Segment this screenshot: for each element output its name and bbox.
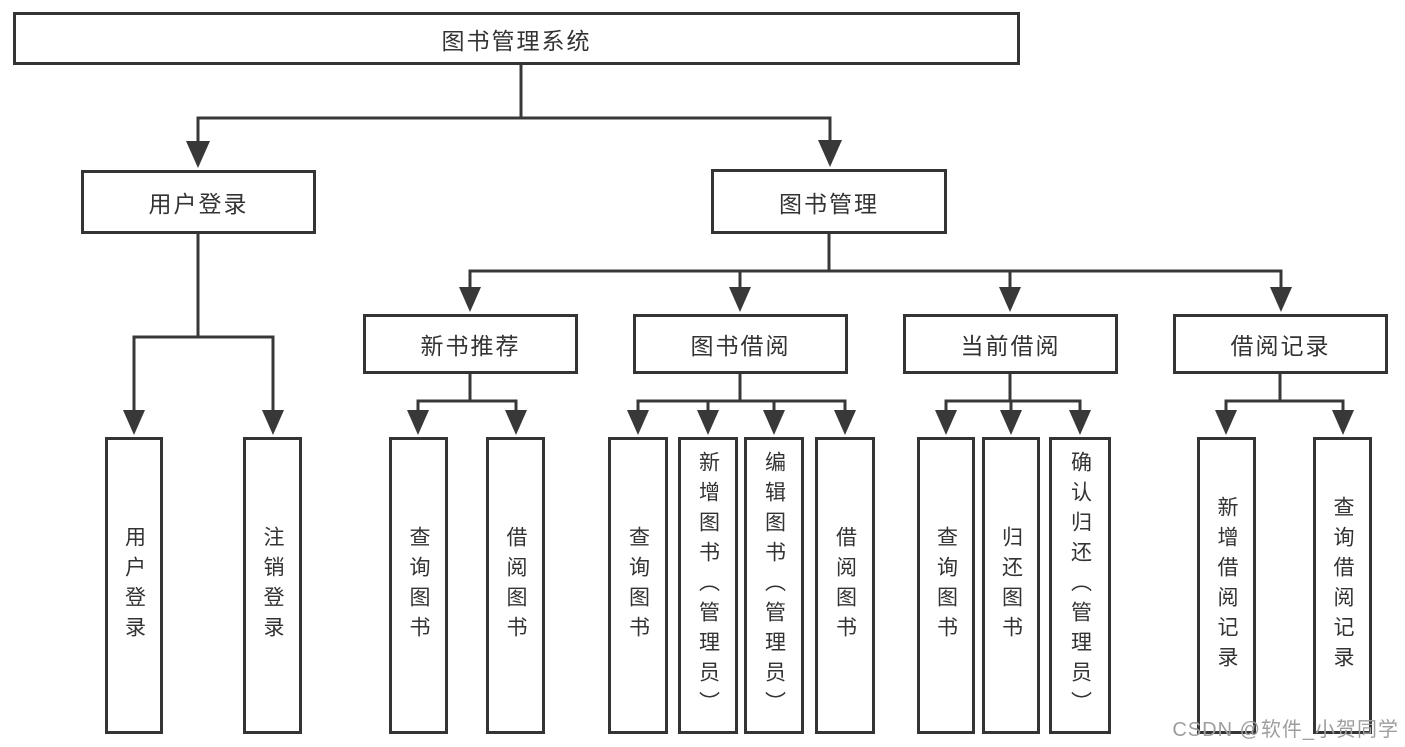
node-user-login: 用户登录: [81, 170, 316, 234]
connector-records-to-leaves: [1215, 374, 1354, 435]
node-library-management-system: 图书管理系统: [13, 12, 1020, 65]
connector-root-to-level2: [186, 65, 842, 168]
connector-userlogin-to-leaves: [123, 234, 284, 435]
leaf-logout: 注销登录: [243, 437, 302, 734]
node-borrowing-records: 借阅记录: [1173, 314, 1388, 374]
leaf-borrow-add-books-admin-label: 新增图书（管理员）: [696, 450, 720, 721]
connector-newbook-to-leaves: [407, 374, 527, 435]
connector-bookmgmt-to-level3: [459, 234, 1292, 312]
leaf-newbook-borrow-books: 借阅图书: [486, 437, 545, 734]
node-book-management: 图书管理: [711, 169, 947, 234]
leaf-current-return-books-label: 归还图书: [999, 525, 1023, 646]
connector-borrowing-to-leaves: [627, 374, 856, 435]
leaf-borrow-add-books-admin: 新增图书（管理员）: [678, 437, 738, 734]
leaf-current-query-books-label: 查询图书: [934, 525, 958, 646]
node-new-book-recommend: 新书推荐: [363, 314, 578, 374]
leaf-borrow-query-books-label: 查询图书: [626, 525, 650, 646]
leaf-user-login-label: 用户登录: [122, 525, 146, 646]
leaf-current-return-books: 归还图书: [982, 437, 1040, 734]
leaf-records-add-record: 新增借阅记录: [1197, 437, 1256, 734]
leaf-logout-label: 注销登录: [261, 525, 284, 646]
leaf-current-query-books: 查询图书: [917, 437, 975, 734]
node-current-borrowing: 当前借阅: [903, 314, 1118, 374]
leaf-borrow-borrow-books-label: 借阅图书: [833, 525, 857, 646]
leaf-current-confirm-return-admin-label: 确认归还（管理员）: [1068, 450, 1092, 721]
leaf-current-confirm-return-admin: 确认归还（管理员）: [1049, 437, 1111, 734]
leaf-borrow-edit-books-admin-label: 编辑图书（管理员）: [762, 450, 786, 721]
leaf-newbook-query-books-label: 查询图书: [407, 525, 430, 646]
leaf-borrow-edit-books-admin: 编辑图书（管理员）: [744, 437, 804, 734]
leaf-records-query-record: 查询借阅记录: [1313, 437, 1372, 734]
node-book-borrowing: 图书借阅: [633, 314, 848, 374]
leaf-records-add-record-label: 新增借阅记录: [1215, 495, 1238, 676]
leaf-borrow-borrow-books: 借阅图书: [815, 437, 875, 734]
leaf-records-query-record-label: 查询借阅记录: [1331, 495, 1354, 676]
leaf-newbook-query-books: 查询图书: [389, 437, 448, 734]
leaf-user-login: 用户登录: [105, 437, 163, 734]
leaf-borrow-query-books: 查询图书: [608, 437, 668, 734]
leaf-newbook-borrow-books-label: 借阅图书: [504, 525, 527, 646]
watermark: CSDN @软件_小贺同学: [1172, 719, 1399, 741]
connector-current-to-leaves: [935, 374, 1091, 435]
